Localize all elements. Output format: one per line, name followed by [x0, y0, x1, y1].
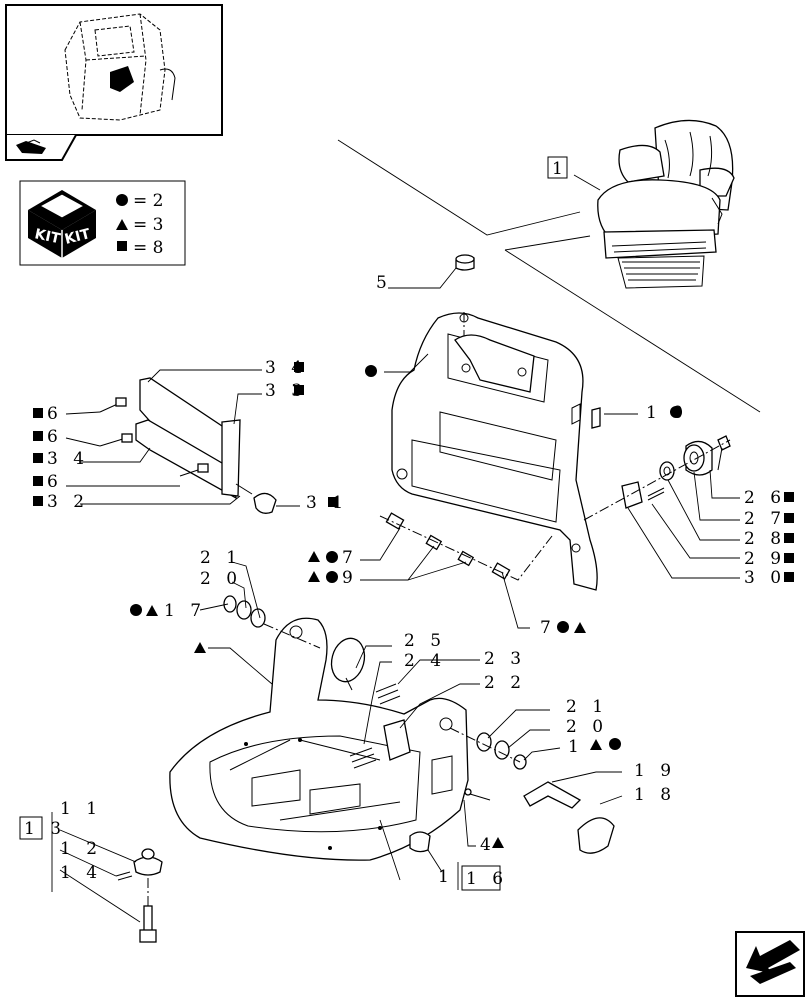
square-marker	[33, 453, 43, 463]
triangle-marker	[308, 551, 320, 562]
legend-triangle-count: = 3	[133, 215, 163, 235]
callout-19: 1 9	[634, 761, 676, 781]
square-marker	[784, 533, 794, 543]
callout-21-left: 2 1	[200, 548, 242, 568]
legend-circle-count: = 2	[133, 191, 163, 211]
triangle-marker	[194, 642, 206, 653]
callout-6-a: 6	[47, 404, 63, 424]
seat-base-frame	[169, 617, 469, 861]
triangle-marker	[308, 571, 320, 582]
callout-31: 3 1	[306, 493, 348, 513]
callout-20-right: 2 0	[566, 717, 608, 737]
callout-9: 9	[342, 568, 358, 588]
square-marker	[33, 496, 43, 506]
callout-17: 1 7	[164, 601, 206, 621]
callout-7-left: 7	[342, 548, 358, 568]
square-marker	[33, 431, 43, 441]
callout-34-left: 3 4	[47, 449, 89, 469]
clip-part-10	[591, 407, 601, 429]
circle-marker	[365, 365, 377, 377]
circle-marker	[609, 738, 621, 750]
callout-16: 1 6	[466, 869, 508, 889]
callout-6-b: 6	[47, 427, 63, 447]
pins-parts-7-9	[385, 512, 511, 580]
springs-and-ring	[330, 637, 411, 769]
callout-4: 4	[480, 835, 496, 855]
callout-18: 1 8	[634, 785, 676, 805]
square-marker	[33, 408, 43, 418]
side-bracket-assembly	[99, 377, 277, 514]
legend-circle-symbol	[116, 194, 128, 206]
square-marker	[294, 385, 304, 395]
callout-33: 3 3	[265, 381, 307, 401]
adjust-lever	[523, 781, 615, 854]
callout-labels: 1 5 3 4 3 3 6 6 3 4 6 3 2 3 1 1 0 2 6 2 …	[19, 156, 794, 891]
triangle-marker	[574, 622, 586, 633]
seat-assembly-illustration	[597, 119, 735, 289]
circle-marker	[326, 571, 338, 583]
callout-26: 2 6	[744, 488, 786, 508]
callout-27: 2 7	[744, 509, 786, 529]
section-tab-icon	[16, 139, 46, 154]
triangle-marker	[590, 739, 602, 750]
circle-marker	[670, 406, 682, 418]
kit-box-icon: KIT KIT	[28, 190, 96, 258]
square-marker	[784, 513, 794, 523]
callout-22: 2 2	[484, 673, 526, 693]
callout-14: 1 4	[60, 863, 102, 883]
callout-30: 3 0	[744, 568, 786, 588]
kit-word-left: KIT	[33, 226, 62, 247]
callout-23: 2 3	[484, 649, 526, 669]
callout-20-left: 2 0	[200, 569, 242, 589]
callout-34-top: 3 4	[265, 358, 307, 378]
callout-1: 1	[552, 159, 568, 179]
legend-triangle-symbol	[116, 219, 128, 230]
callout-11: 1 1	[60, 799, 102, 819]
callout-28: 2 8	[744, 529, 786, 549]
adjuster-knob-stack	[621, 435, 731, 509]
cap-part-5	[455, 254, 475, 271]
circle-marker	[130, 604, 142, 616]
callout-25: 2 5	[404, 631, 446, 651]
triangle-marker	[146, 605, 158, 616]
circle-marker	[326, 551, 338, 563]
callout-32: 3 2	[47, 492, 89, 512]
legend-square-symbol	[117, 241, 127, 251]
tractor-cab-thumbnail-icon[interactable]	[5, 4, 223, 161]
square-marker	[33, 476, 43, 486]
next-page-arrow-icon[interactable]	[735, 931, 805, 997]
kit-word-right: KIT	[63, 226, 92, 248]
circle-marker	[557, 621, 569, 633]
square-marker	[294, 362, 304, 372]
callout-24: 2 4	[404, 651, 446, 671]
callout-6-c: 6	[47, 472, 63, 492]
square-marker	[328, 497, 338, 507]
callout-1-bottom: 1	[568, 737, 584, 757]
callout-7-right: 7	[540, 618, 556, 638]
backrest-frame	[391, 312, 598, 591]
callout-5: 5	[376, 273, 392, 293]
triangle-marker	[492, 837, 504, 848]
kit-legend: KIT KIT = 2 = 3 = 8	[19, 180, 186, 266]
legend-square-count: = 8	[133, 238, 163, 258]
callout-12: 1 2	[60, 839, 102, 859]
callout-13: 1 3	[24, 819, 66, 839]
callout-29: 2 9	[744, 549, 786, 569]
bolt-set-11-14	[115, 848, 163, 943]
square-marker	[784, 572, 794, 582]
leader-lines	[51, 174, 740, 923]
square-marker	[784, 553, 794, 563]
callout-21-right: 2 1	[566, 697, 608, 717]
square-marker	[784, 492, 794, 502]
